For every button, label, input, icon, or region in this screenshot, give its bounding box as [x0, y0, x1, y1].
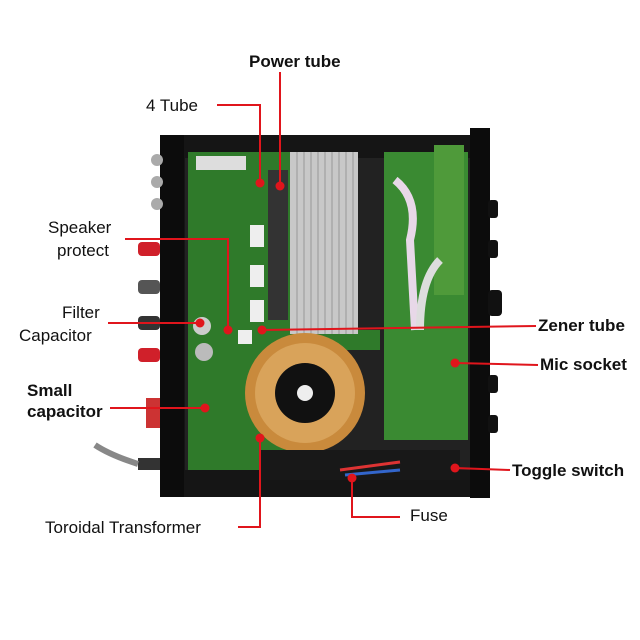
callout-lines — [108, 72, 539, 528]
label-toggle-switch: Toggle switch — [512, 461, 625, 480]
label-power-tube: Power tube — [249, 52, 341, 71]
control-pcb — [384, 145, 468, 440]
label-zener-tube: Zener tube — [538, 316, 625, 335]
label-speaker-protect-line1: Speaker — [48, 218, 112, 237]
label-small-capacitor-line2: capacitor — [27, 402, 103, 421]
left-jacks — [93, 154, 163, 470]
label-filter-capacitor-line2: Capacitor — [19, 326, 92, 345]
label-filter-capacitor-line1: Filter — [62, 303, 100, 322]
label-fuse: Fuse — [410, 506, 448, 525]
label-4-tube: 4 Tube — [146, 96, 198, 115]
right-knobs — [488, 200, 502, 433]
heatsink — [290, 152, 358, 334]
label-small-capacitor-line1: Small — [27, 381, 73, 400]
label-mic-socket: Mic socket — [540, 355, 627, 374]
toroidal-transformer-image — [245, 333, 460, 480]
label-speaker-protect-line2: protect — [57, 241, 109, 260]
callout-dots — [195, 178, 460, 483]
label-toroidal-transformer: Toroidal Transformer — [45, 518, 201, 537]
